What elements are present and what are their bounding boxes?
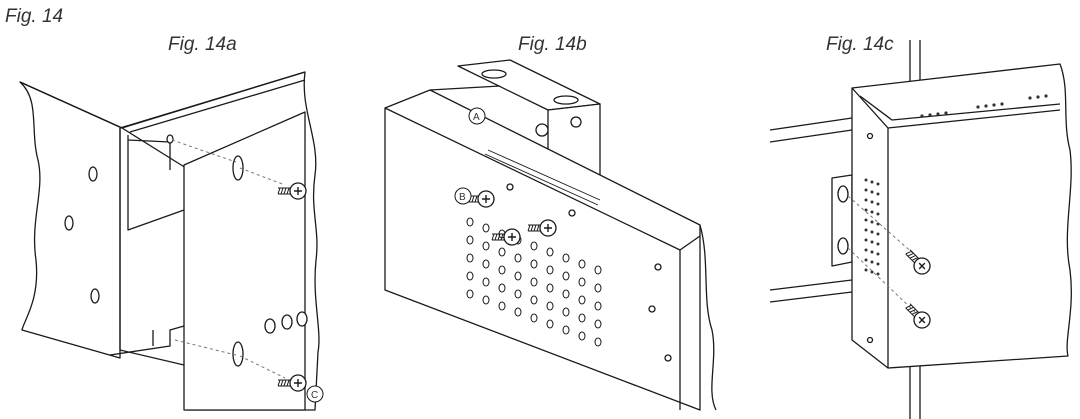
panel-14a: C bbox=[19, 71, 324, 411]
callout-a-icon: A bbox=[468, 107, 486, 125]
svg-text:A: A bbox=[473, 112, 480, 123]
panel-label-14a: Fig. 14a bbox=[168, 34, 237, 55]
enclosure-14b bbox=[384, 89, 701, 411]
callout-b-icon: B bbox=[454, 187, 472, 205]
side-vents bbox=[864, 178, 880, 276]
svg-text:B: B bbox=[459, 192, 466, 203]
callout-c-icon: C bbox=[306, 385, 324, 403]
panel-14c bbox=[769, 40, 1072, 419]
panel-label-14c: Fig. 14c bbox=[826, 34, 894, 55]
panel-label-14b: Fig. 14b bbox=[518, 34, 587, 55]
top-bracket-14b bbox=[457, 59, 601, 111]
bracket-plate-14a bbox=[183, 111, 306, 411]
enclosure-14c bbox=[851, 63, 1072, 369]
svg-text:C: C bbox=[311, 390, 318, 401]
figure-title: Fig. 14 bbox=[5, 6, 64, 27]
panel-14b: A B bbox=[384, 59, 717, 411]
